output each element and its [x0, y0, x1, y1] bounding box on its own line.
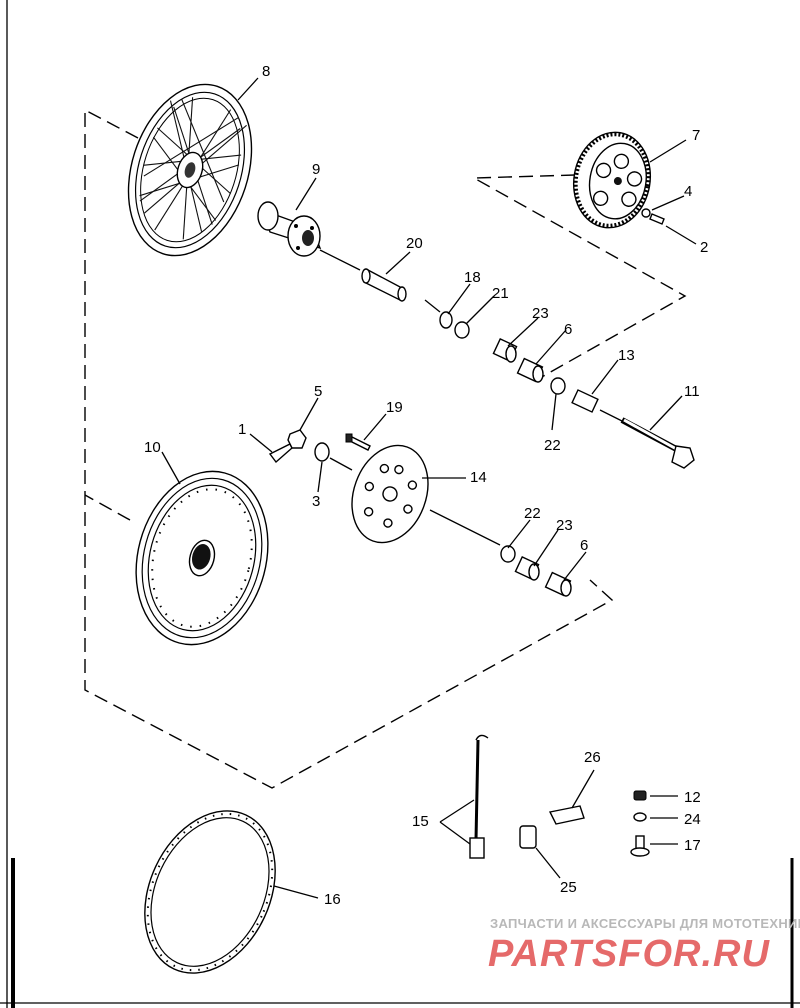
bearing-6-lower [544, 571, 572, 597]
spacer-13 [571, 389, 599, 413]
leader-lines [161, 77, 697, 899]
spacer-21 [454, 321, 470, 339]
valve-stem [630, 835, 650, 857]
watermark-tagline: ЗАПЧАСТИ И АКСЕССУАРЫ ДЛЯ МОТОТЕХНИКИ [490, 916, 800, 931]
spoke [469, 734, 489, 859]
callout-25: 25 [560, 879, 577, 896]
callout-14: 14 [470, 469, 487, 486]
callout-5: 5 [314, 383, 322, 400]
drive-pulley [572, 131, 652, 229]
washer-18 [439, 311, 453, 329]
watermark-brand: PARTSFOR.RU [488, 933, 770, 975]
wheel-hub [257, 201, 322, 257]
washer-3 [314, 442, 330, 462]
cast-wheel [135, 470, 269, 646]
callout-6-lower: 6 [580, 537, 588, 554]
callout-6-upper: 6 [564, 321, 572, 338]
callout-16: 16 [324, 891, 341, 908]
axle [620, 417, 695, 469]
callout-8: 8 [262, 63, 270, 80]
callout-22-lower: 22 [524, 505, 541, 522]
callout-23-upper: 23 [532, 305, 549, 322]
valve-nut [633, 812, 647, 822]
callout-labels: 8 9 7 4 2 20 18 21 23 6 13 11 22 5 19 1 … [144, 63, 708, 908]
callout-2: 2 [700, 239, 708, 256]
valve-cap [633, 790, 647, 801]
callout-7: 7 [692, 127, 700, 144]
brake-rotor [351, 444, 429, 544]
callout-4: 4 [684, 183, 692, 200]
callout-24: 24 [684, 811, 701, 828]
bearing-23-upper [492, 338, 518, 363]
spoked-wheel [127, 83, 253, 257]
callout-13: 13 [618, 347, 635, 364]
balance-weight [548, 805, 585, 825]
callout-3: 3 [312, 493, 320, 510]
axle-nut [287, 429, 307, 449]
rotor-bolt [345, 433, 371, 451]
assembly-dash-lines [84, 108, 687, 789]
callout-18: 18 [464, 269, 481, 286]
callout-21: 21 [492, 285, 509, 302]
callout-9: 9 [312, 161, 320, 178]
callout-12: 12 [684, 789, 701, 806]
cotter-pin [268, 443, 293, 464]
callout-11: 11 [684, 383, 700, 400]
watermark: ЗАПЧАСТИ И АКСЕССУАРЫ ДЛЯ МОТОТЕХНИКИ PA… [488, 916, 800, 975]
pulley-bolt [641, 208, 665, 225]
callout-15: 15 [412, 813, 429, 830]
callout-22-upper: 22 [544, 437, 561, 454]
callout-19: 19 [386, 399, 403, 416]
callout-10: 10 [144, 439, 161, 456]
seal-22-upper [550, 377, 566, 395]
seal-22-lower [500, 545, 516, 563]
rim [144, 810, 276, 974]
bearing-23-lower [514, 556, 540, 581]
axle-spacer [361, 268, 407, 302]
bearing-6-upper [516, 357, 544, 383]
callout-17: 17 [684, 837, 701, 854]
callout-23-lower: 23 [556, 517, 573, 534]
spoke-nipple [519, 825, 537, 849]
callout-26: 26 [584, 749, 601, 766]
callout-1: 1 [238, 421, 246, 438]
callout-20: 20 [406, 235, 423, 252]
